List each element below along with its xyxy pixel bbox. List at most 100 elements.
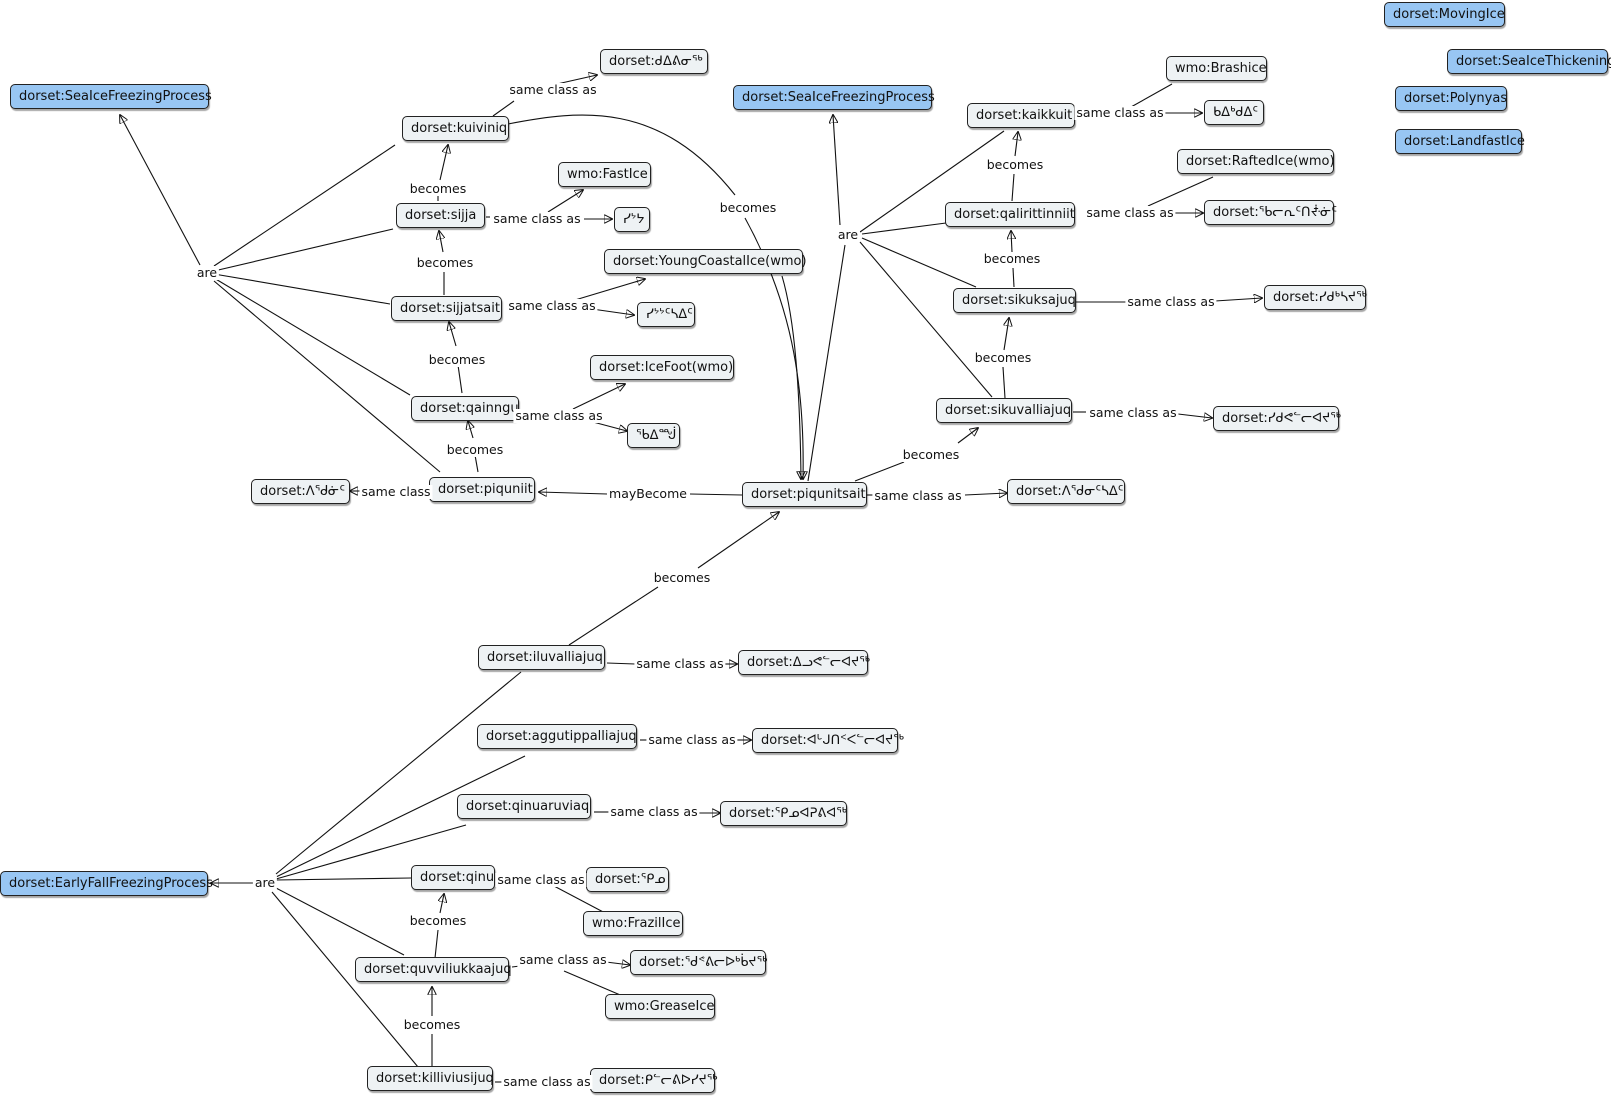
- concept-moving-ice[interactable]: dorset:MovingIce: [1384, 2, 1505, 27]
- edge-qainngu-are: [213, 277, 411, 396]
- edge-sikuksajuq-becomes: [1012, 267, 1015, 288]
- concept-quvviliukkaajuq-syllabic[interactable]: dorset:ᖁᕝᕕᓕᐅᒃᑳᔪᖅ: [630, 950, 767, 975]
- concept-sea-ice-thickening[interactable]: dorset:SeaIceThickening: [1447, 49, 1611, 74]
- concept-qainngu[interactable]: dorset:qainngu: [411, 396, 519, 421]
- concept-wmo-frazil-ice[interactable]: wmo:FrazilIce: [583, 911, 683, 936]
- link-kuiviniq-becomes: becomes: [717, 200, 779, 215]
- concept-aggutippalliajuq[interactable]: dorset:aggutippalliajuq: [477, 724, 637, 749]
- concept-sikuksajuq[interactable]: dorset:sikuksajuq: [953, 288, 1076, 313]
- concept-piquniit[interactable]: dorset:piquniit: [429, 477, 535, 502]
- edge-same-to-kuiviniq-syl: [556, 75, 597, 85]
- edge-same-to-sijjatsait-syl: [591, 308, 634, 315]
- concept-landfast-ice[interactable]: dorset:LandfastIce: [1395, 129, 1525, 154]
- concept-wmo-grease-ice[interactable]: wmo:GreaseIce: [605, 994, 715, 1019]
- concept-iluvalliajuq[interactable]: dorset:iluvalliajuq: [478, 645, 605, 670]
- concept-qinuaruviaq[interactable]: dorset:qinuaruviaq: [457, 794, 591, 819]
- concept-qinuaruviaq-syllabic[interactable]: dorset:ᕿᓄᐊᕈᕕᐊᖅ: [720, 801, 847, 826]
- concept-iluvalliajuq-syllabic[interactable]: dorset:ᐃᓗᕙᓪᓕᐊᔪᖅ: [738, 650, 870, 675]
- edge-becomes-to-sikuvalliajuq: [957, 428, 978, 444]
- concept-kaikkuit-syllabic[interactable]: ᑲᐃᒃᑯᐃᑦ: [1204, 100, 1264, 125]
- edge-same-to-sikuksajuq-syl: [1214, 298, 1262, 301]
- link-sikuksajuq-becomes: becomes: [981, 251, 1043, 266]
- edge-becomes-to-kaikkuit: [1015, 132, 1018, 157]
- edge-qinuaruviaq-are: [275, 824, 467, 880]
- concept-sea-ice-freezing-process-mid[interactable]: dorset:SeaIceFreezingProcess: [733, 85, 935, 110]
- edge-quvviliukkaajuq-are: [275, 887, 405, 956]
- link-qainngu-becomes: becomes: [426, 352, 488, 367]
- concept-qalirittinniit[interactable]: dorset:qalirittinniit: [945, 202, 1075, 227]
- link-piqunitsait-becomes: becomes: [900, 447, 962, 462]
- edge-same-to-icefoot: [572, 384, 625, 410]
- concept-piqunitsait-syllabic[interactable]: dorset:ᐱᖁᓂᑦᓴᐃᑦ: [1007, 479, 1125, 504]
- concept-piqunitsait[interactable]: dorset:piqunitsait: [742, 482, 867, 507]
- concept-qainngu-syllabic[interactable]: ᖃᐃᙴ: [627, 423, 680, 448]
- link-sijja-becomes: becomes: [407, 181, 469, 196]
- edge-sikuvalliajuq-are-mid: [859, 241, 993, 398]
- edge-sijjatsait-are: [213, 273, 391, 305]
- link-quvviliukkaajuq-becomes: becomes: [407, 913, 469, 928]
- concept-polynyas[interactable]: dorset:Polynyas: [1395, 86, 1507, 111]
- link-qainngu-same-class: same class as: [513, 408, 605, 423]
- concept-sijja[interactable]: dorset:sijja: [396, 203, 485, 228]
- edge-kuiviniq-same: [492, 100, 515, 117]
- edge-becomes-to-sijjatsait: [449, 322, 457, 347]
- concept-kaikkuit[interactable]: dorset:kaikkuit: [967, 103, 1075, 128]
- edge-becomes-to-qainngu: [468, 421, 473, 439]
- link-kuiviniq-same-class: same class as: [507, 82, 599, 97]
- concept-sikuksajuq-syllabic[interactable]: dorset:ᓯᑯᒃᓴᔪᖅ: [1264, 285, 1367, 310]
- concept-sikuvalliajuq[interactable]: dorset:sikuvalliajuq: [936, 398, 1072, 423]
- concept-ice-foot[interactable]: dorset:IceFoot(wmo): [590, 355, 734, 380]
- concept-wmo-brashice[interactable]: wmo:Brashice: [1166, 56, 1267, 81]
- edge-are-mid-to-sifp: [833, 115, 841, 226]
- link-qinu-same-class: same class as: [495, 872, 587, 887]
- edge-iluvalliajuq-same: [606, 662, 636, 665]
- concept-aggutippalliajuq-syllabic[interactable]: dorset:ᐊᒡᒍᑎᑉᐸᓪᓕᐊᔪᖅ: [752, 728, 904, 753]
- concept-wmo-fast-ice[interactable]: wmo:FastIce: [558, 162, 651, 187]
- link-piqunitsait-same-class: same class as: [872, 488, 964, 503]
- concept-young-coastal-ice[interactable]: dorset:YoungCoastalIce(wmo): [604, 249, 807, 274]
- link-sikuvalliajuq-same-class: same class as: [1087, 405, 1179, 420]
- concept-sijjatsait-syllabic[interactable]: ᓯᔾᔾᑦᓴᐃᑦ: [637, 302, 695, 327]
- concept-sijja-syllabic[interactable]: ᓯᔾᔭ: [614, 207, 650, 232]
- concept-killiviusijuq-syllabic[interactable]: dorset:ᑭᓪᓕᕕᐅᓯᔪᖅ: [590, 1068, 717, 1093]
- edge-aggutippalliajuq-are: [275, 755, 526, 878]
- edge-sikuvalliajuq-becomes: [1002, 366, 1006, 399]
- link-killiviusijuq-same-class: same class as: [501, 1074, 593, 1089]
- link-sikuvalliajuq-becomes: becomes: [972, 350, 1034, 365]
- edge-becomes-to-qinu: [440, 894, 444, 914]
- concept-piquniit-syllabic[interactable]: dorset:ᐱᖁᓃᑦ: [251, 479, 350, 504]
- concept-kuiviniq[interactable]: dorset:kuiviniq: [402, 116, 509, 141]
- edge-same-to-sikuvalliajuq-syl: [1177, 414, 1212, 418]
- concept-rafted-ice[interactable]: dorset:RaftedIce(wmo): [1177, 149, 1335, 174]
- concept-kuiviniq-syllabic[interactable]: dorset:ᑯᐃᕕᓂᖅ: [600, 49, 708, 74]
- concept-sijjatsait[interactable]: dorset:sijjatsait: [391, 296, 502, 321]
- edge-qainngu-becomes: [457, 364, 463, 394]
- edge-youngcoastal-to-piqunitsait: [781, 275, 801, 479]
- edge-becomes-to-piqunitsait-low: [697, 512, 779, 569]
- link-sikuksajuq-same-class: same class as: [1125, 294, 1217, 309]
- concept-qinu-syllabic[interactable]: dorset:ᕿᓄ: [586, 867, 669, 892]
- concept-sea-ice-freezing-process-left[interactable]: dorset:SeaIceFreezingProcess: [10, 84, 212, 109]
- concept-sikuvalliajuq-syllabic[interactable]: dorset:ᓯᑯᕙᓪᓕᐊᔪᖅ: [1213, 406, 1341, 431]
- edge-killiviusijuq-are: [271, 891, 419, 1068]
- link-aggutippalliajuq-same-class: same class as: [646, 732, 738, 747]
- concept-early-fall-freezing-process[interactable]: dorset:EarlyFallFreezingProcess: [0, 871, 213, 896]
- concept-qalirittinniit-syllabic[interactable]: dorset:ᖃᓕᕆᑦᑎᙻᓃᑦ: [1204, 200, 1337, 225]
- link-killiviusijuq-becomes: becomes: [401, 1017, 463, 1032]
- concept-qinu[interactable]: dorset:qinu: [411, 865, 495, 890]
- link-qinuaruviaq-same-class: same class as: [608, 804, 700, 819]
- edge-kuiviniq-are: [213, 144, 396, 267]
- edge-same-to-youngcoastal: [574, 279, 645, 301]
- link-iluvalliajuq-same-class: same class as: [634, 656, 726, 671]
- edge-qalirittinniit-becomes: [1011, 173, 1015, 202]
- link-quvviliukkaajuq-same-class: same class as: [517, 952, 609, 967]
- concept-quvviliukkaajuq[interactable]: dorset:quvviliukkaajuq: [355, 957, 512, 982]
- concept-killiviusijuq[interactable]: dorset:killiviusijuq: [367, 1066, 494, 1091]
- edge-sikuksajuq-are-mid: [861, 237, 977, 288]
- edge-quvviliukkaajuq-becomes: [434, 929, 439, 959]
- edge-piqunitsait-maybecome: [689, 493, 743, 496]
- edge-becomes-to-sijja: [439, 231, 443, 253]
- edge-iluvalliajuq-are: [275, 671, 522, 875]
- edge-same-to-raftedice: [1147, 176, 1214, 207]
